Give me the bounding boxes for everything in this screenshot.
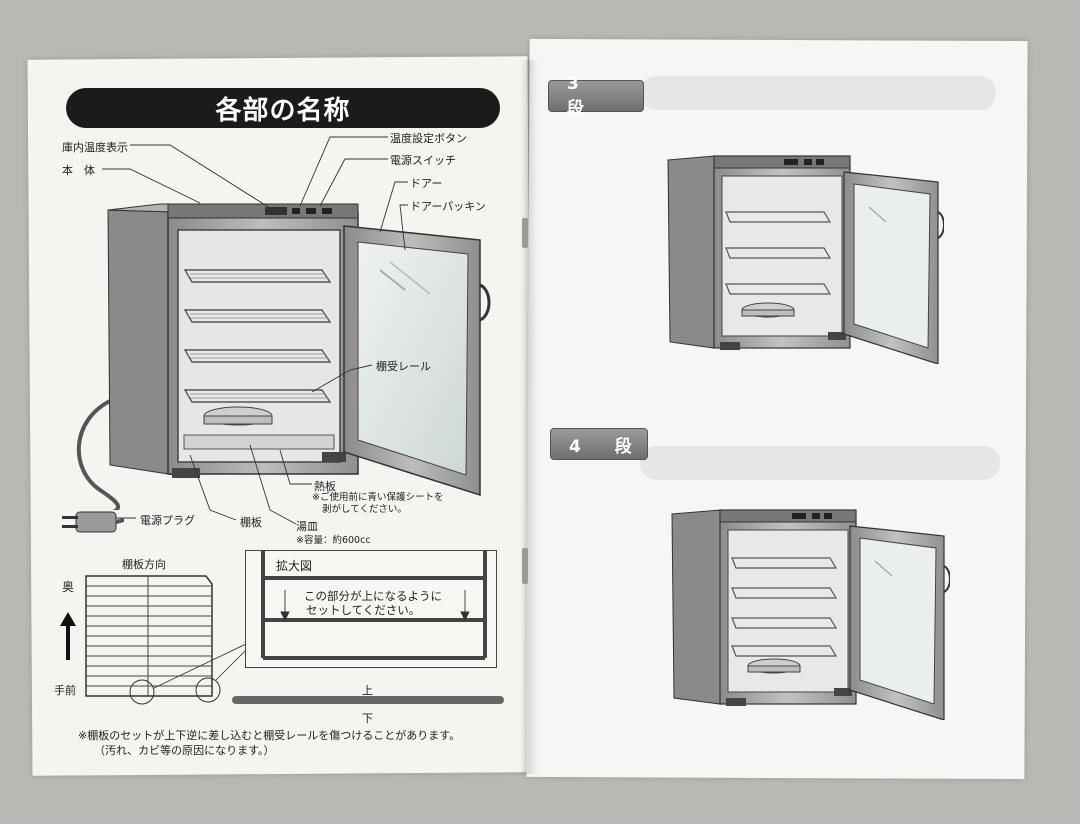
faded-header-band-2	[640, 446, 1000, 480]
enlarged-view-rails	[261, 550, 487, 660]
footer-note-2: （汚れ、カビ等の原因になります。）	[94, 744, 275, 757]
page-title: 各部の名称	[66, 88, 500, 128]
cabinet-four-shelves	[671, 509, 950, 720]
label-door: ドアー	[410, 177, 443, 190]
step3-tab: 3 段	[548, 74, 644, 119]
power-plug-icon	[62, 511, 124, 533]
label-down: 下	[362, 712, 373, 725]
heat-plate-note-2: 剥がしてください。	[322, 504, 407, 515]
label-temp-display: 庫内温度表示	[62, 141, 128, 154]
spine-staple-top	[522, 218, 528, 248]
cabinet-three-shelves	[667, 155, 944, 364]
leader-lines	[99, 136, 408, 526]
step4-tab: 4 段	[550, 428, 648, 460]
enlarged-instruction-2: セットしてください。	[306, 602, 421, 618]
shelf-direction-diagram	[60, 575, 246, 705]
label-temp-button: 温度設定ボタン	[390, 132, 467, 145]
label-shelf: 棚板	[240, 516, 262, 529]
spine-staple-bottom	[522, 548, 528, 584]
label-heat-plate: 熱板	[314, 480, 336, 493]
rail-profile	[232, 696, 504, 704]
enlarged-instruction-1: この部分が上になるように	[304, 588, 442, 604]
label-shelf-rail: 棚受レール	[376, 360, 431, 373]
heat-plate-note-1: ※ご使用前に青い保護シートを	[312, 492, 444, 503]
label-body: 本 体	[62, 164, 95, 177]
label-power-plug: 電源プラグ	[140, 514, 195, 527]
label-up: 上	[362, 684, 373, 697]
footer-note-1: ※棚板のセットが上下逆に差し込むと棚受レールを傷つけることがあります。	[78, 729, 461, 742]
shelf-direction-title: 棚板方向	[122, 558, 166, 571]
label-back: 奥	[62, 580, 75, 594]
label-front: 手前	[54, 684, 76, 697]
enlarged-title: 拡大図	[276, 559, 313, 573]
label-water-tray: 湯皿	[296, 520, 318, 533]
label-power-switch: 電源スイッチ	[390, 154, 456, 167]
dryer-cabinet-illustration	[76, 203, 491, 510]
label-capacity: ※容量：約600cc	[296, 535, 371, 546]
faded-header-band-1	[640, 76, 996, 110]
label-door-packing: ドアーパッキン	[410, 200, 486, 213]
